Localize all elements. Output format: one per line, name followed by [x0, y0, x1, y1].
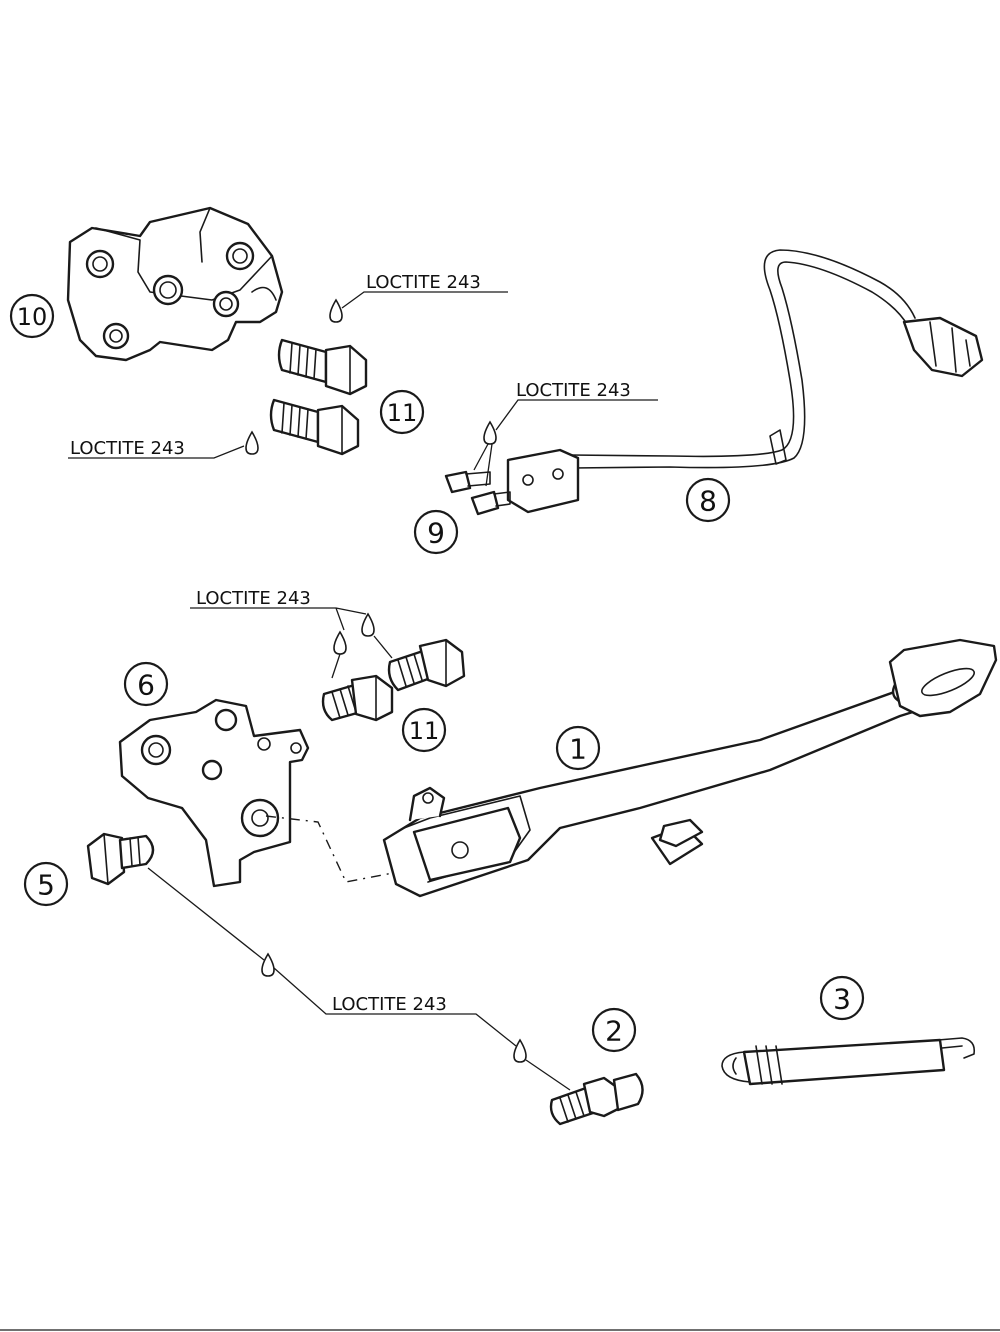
callout-10-label: 10	[17, 303, 48, 331]
screw-part-11-upper-a	[277, 338, 368, 396]
centerline-6-1	[265, 815, 399, 883]
screw-part-11-upper-b	[269, 398, 360, 456]
callout-10: 10	[9, 293, 55, 339]
callout-8-label: 8	[699, 485, 717, 518]
spring-part-3	[721, 1037, 976, 1086]
callout-1-label: 1	[569, 733, 587, 766]
leader-note-5	[147, 867, 571, 1091]
callout-11-upper: 11	[379, 389, 425, 435]
screw-part-9-a	[444, 470, 491, 494]
callout-11-lower: 11	[401, 707, 447, 753]
loctite-drop-3	[483, 420, 497, 445]
callout-2: 2	[591, 1007, 637, 1053]
loctite-note-3: LOCTITE 243	[516, 380, 631, 401]
plate-part-6	[118, 698, 310, 888]
loctite-drop-2	[245, 430, 259, 455]
leader-note-1	[341, 291, 508, 309]
leader-note-4	[190, 607, 393, 679]
screw-part-11-lower-a	[387, 638, 466, 692]
bracket-part-10	[66, 206, 284, 362]
callout-6-label: 6	[137, 669, 155, 702]
loctite-note-1: LOCTITE 243	[366, 272, 481, 293]
pin-part-2	[549, 1072, 644, 1126]
callout-3-label: 3	[833, 983, 851, 1016]
loctite-note-5: LOCTITE 243	[332, 994, 447, 1015]
callout-1: 1	[555, 725, 601, 771]
callout-6: 6	[123, 661, 169, 707]
loctite-drop-6	[261, 952, 275, 977]
loctite-drop-4	[333, 630, 347, 655]
bolt-part-5	[86, 832, 155, 886]
loctite-note-4: LOCTITE 243	[196, 588, 311, 609]
callout-5-label: 5	[37, 869, 55, 902]
leader-note-2	[68, 445, 245, 459]
loctite-note-2: LOCTITE 243	[70, 438, 185, 459]
switch-cable-part-8	[506, 249, 984, 514]
leader-note-3	[473, 399, 658, 487]
screw-part-9-b	[470, 490, 511, 516]
callout-9: 9	[413, 509, 459, 555]
screw-part-11-lower-b	[321, 674, 394, 722]
loctite-drop-7	[513, 1038, 527, 1063]
loctite-drop-5	[361, 612, 375, 637]
callout-2-label: 2	[605, 1015, 623, 1048]
callout-11-lower-label: 11	[409, 717, 440, 745]
loctite-drop-1	[329, 298, 343, 323]
callout-5: 5	[23, 861, 69, 907]
callout-3: 3	[819, 975, 865, 1021]
callout-8: 8	[685, 477, 731, 523]
side-stand-part-1	[382, 638, 998, 898]
callout-11-upper-label: 11	[387, 399, 418, 427]
callout-9-label: 9	[427, 517, 445, 550]
